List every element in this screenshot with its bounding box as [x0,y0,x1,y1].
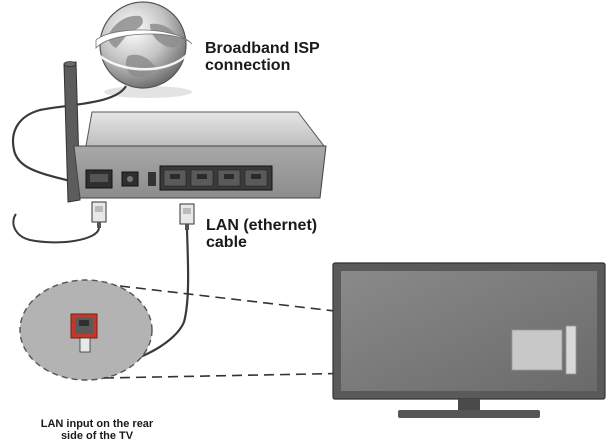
router-icon [63,61,327,203]
isp-label-line2: connection [205,57,291,74]
globe-ring-lower [99,53,189,71]
globe-ring [95,29,193,50]
lan-cable-label-line2: cable [206,234,247,251]
ethernet-plug-icon [179,203,195,230]
isp-label-line1: Broadband ISP [205,40,320,57]
globe-continent [150,23,180,48]
lan-port-zoom [19,279,153,381]
globe-icon [95,1,193,98]
router-antenna-tip [63,61,77,67]
tv-stand-neck [458,399,480,411]
tv-stand-base [398,410,540,418]
router-reset-button [148,172,156,186]
isp-label: Broadband ISP connection [205,40,320,74]
lan-port-icon [70,313,98,339]
globe-shadow [104,86,192,98]
tv-icon [332,262,606,418]
zoom-line-bottom [103,369,521,379]
lan-cable-label-line1: LAN (ethernet) [206,217,318,234]
rear-port-label-line1: LAN input on the rear [40,418,154,430]
globe-continent [125,54,156,78]
wan-loop-cable [12,213,100,244]
tv-port-panel [511,329,563,371]
rear-port-label-line2: side of the TV [60,430,134,442]
rear-port-label: LAN input on the rear side of the TV [22,418,172,442]
ethernet-plug-icon [91,201,107,228]
lan-cable-label: LAN (ethernet) cable [206,217,317,251]
router-top [85,111,326,147]
